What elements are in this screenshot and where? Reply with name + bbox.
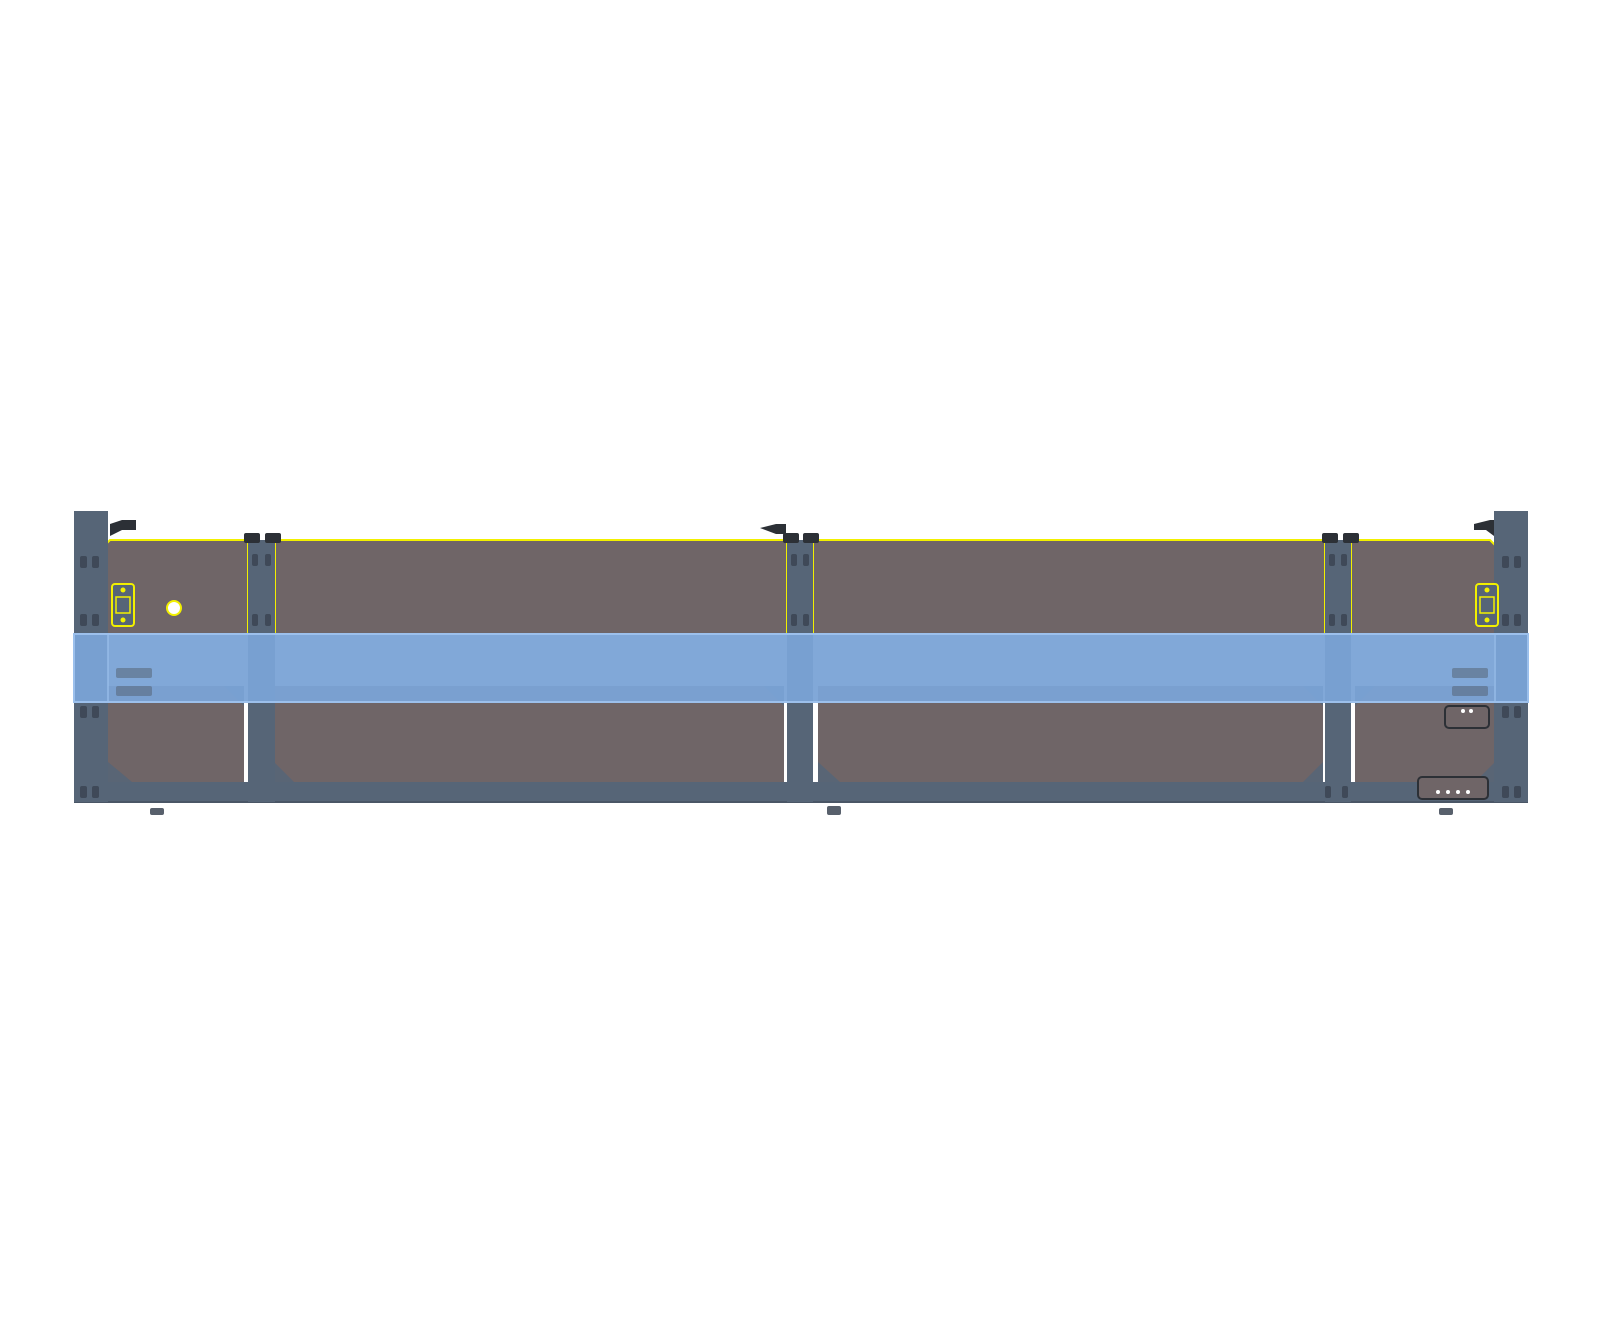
horizontal-rail[interactable] bbox=[73, 633, 1529, 703]
port-lower[interactable] bbox=[1417, 776, 1489, 800]
rail-inner-band bbox=[107, 633, 1496, 703]
upper-panel-2[interactable] bbox=[274, 539, 788, 635]
clip-post-2-left bbox=[244, 533, 260, 543]
clip-post-3-left bbox=[783, 533, 799, 543]
upper-panel-3[interactable] bbox=[812, 539, 1326, 635]
left-post-holes bbox=[80, 556, 99, 798]
bracket-post-3 bbox=[760, 524, 786, 534]
port-upper[interactable] bbox=[1444, 705, 1490, 729]
inner-post-holes bbox=[252, 554, 1348, 798]
clip-post-4-right bbox=[1343, 533, 1359, 543]
bracket-right bbox=[1474, 520, 1494, 536]
rail-left-endplate bbox=[116, 668, 152, 696]
marker-point[interactable] bbox=[166, 600, 182, 616]
rail-right-endplate bbox=[1452, 668, 1488, 696]
upper-panel-4[interactable] bbox=[1350, 539, 1497, 635]
bracket-left bbox=[110, 520, 136, 536]
clip-post-2-right bbox=[265, 533, 281, 543]
connector-right[interactable] bbox=[1475, 583, 1499, 627]
connector-left[interactable] bbox=[111, 583, 135, 627]
bottom-rail-slots bbox=[150, 806, 1453, 815]
right-post-holes bbox=[1502, 556, 1521, 798]
rack-assembly[interactable] bbox=[73, 511, 1529, 815]
clip-post-3-right bbox=[803, 533, 819, 543]
top-brackets bbox=[110, 520, 1494, 543]
clip-post-4-left bbox=[1322, 533, 1338, 543]
